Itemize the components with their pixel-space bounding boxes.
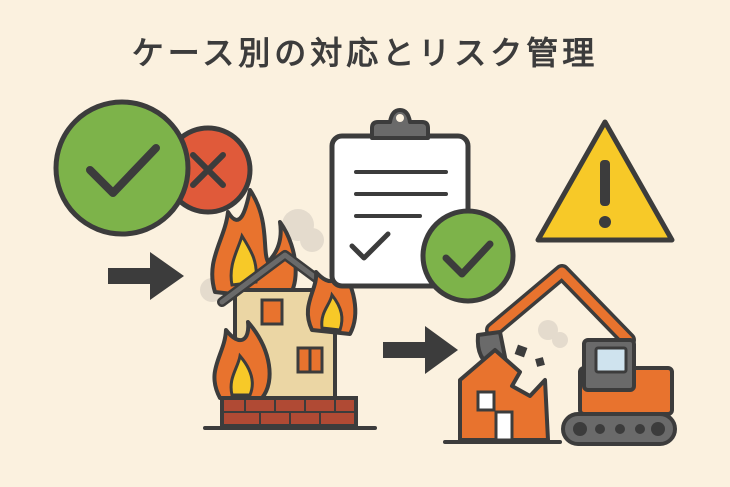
burning-house-icon (200, 188, 377, 430)
right-arrow-icon (383, 326, 458, 374)
check-badge-icon (420, 208, 516, 304)
right-arrow-icon (108, 252, 184, 300)
check-circle-icon (53, 99, 191, 237)
warning-triangle-icon (535, 119, 675, 243)
demolished-house-icon (443, 348, 562, 444)
page-title: ケース別の対応とリスク管理 (131, 34, 599, 72)
excavator-icon (475, 264, 677, 446)
